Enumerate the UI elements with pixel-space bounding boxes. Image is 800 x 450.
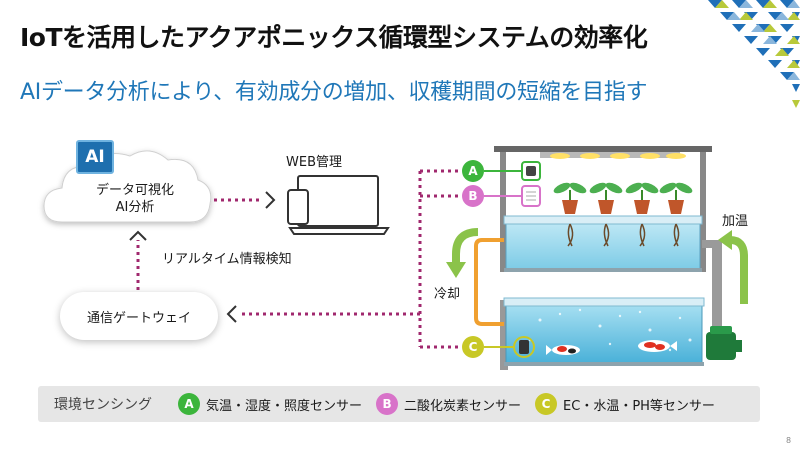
sensor-a-badge: A xyxy=(462,160,484,182)
koi-fish xyxy=(546,340,677,355)
arrow-to-cloud-icon xyxy=(129,230,147,241)
legend-title: 環境センシング xyxy=(54,397,152,413)
web-management-label: WEB管理 xyxy=(286,155,342,170)
plants xyxy=(553,182,693,247)
page-number: 8 xyxy=(786,436,792,445)
phone-icon xyxy=(287,189,309,225)
sensing-legend: 環境センシング A 気温・湿度・照度センサー B 二酸化炭素センサー C EC・… xyxy=(38,386,760,422)
corner-pattern xyxy=(708,0,800,108)
page-title: IoTを活用したアクアポニックス循環型システムの効率化 xyxy=(20,23,648,52)
legend-c-badge: C xyxy=(535,393,558,415)
legend-b-text: 二酸化炭素センサー xyxy=(404,398,522,414)
sensor-a-device xyxy=(521,161,541,181)
ai-badge: AI xyxy=(76,140,114,174)
fish-tank xyxy=(500,297,705,370)
heating-arrow-icon xyxy=(729,236,748,304)
plant-tank xyxy=(503,215,703,272)
legend-item-b: B 二酸化炭素センサー xyxy=(376,393,521,415)
sensor-b-device xyxy=(521,185,541,207)
legend-a-badge: A xyxy=(178,393,200,415)
cooling-arrow-icon xyxy=(452,228,479,262)
sensor-c-badge: C xyxy=(462,336,484,358)
heating-label: 加温 xyxy=(722,214,749,229)
water-pump xyxy=(702,240,742,360)
cloud-label: データ可視化 AI分析 xyxy=(95,183,174,215)
laptop-icon xyxy=(288,175,390,235)
return-pipe xyxy=(474,238,504,326)
legend-c-text: EC・水温・PH等センサー xyxy=(563,398,715,414)
page-subtitle: AIデータ分析により、有効成分の増加、収穫期間の短縮を目指す xyxy=(20,80,648,105)
gateway-box: 通信ゲートウェイ xyxy=(60,292,218,340)
legend-a-text: 気温・湿度・照度センサー xyxy=(206,398,363,414)
legend-b-badge: B xyxy=(376,393,399,415)
sensor-b-badge: B xyxy=(462,185,484,207)
grow-frame xyxy=(494,146,712,272)
realtime-detection-label: リアルタイム情報検知 xyxy=(162,252,292,267)
arrow-to-gateway-icon xyxy=(226,305,237,323)
legend-item-a: A 気温・湿度・照度センサー xyxy=(178,393,362,415)
cooling-label: 冷却 xyxy=(434,287,461,302)
arrow-to-web-icon xyxy=(265,191,276,209)
legend-item-c: C EC・水温・PH等センサー xyxy=(535,393,715,415)
gateway-label: 通信ゲートウェイ xyxy=(86,310,191,326)
